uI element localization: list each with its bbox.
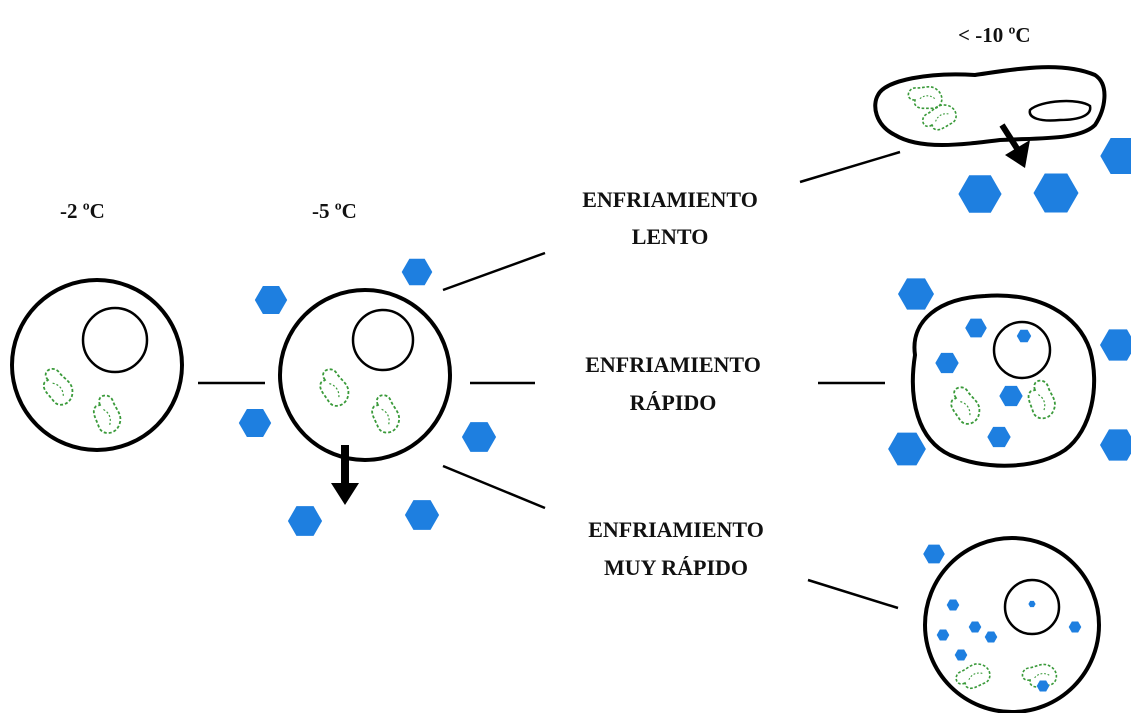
cell-slow-cooling (873, 65, 1107, 168)
ice-crystal-icon (401, 258, 433, 286)
ice-crystal-icon (461, 422, 497, 452)
path-label-fast-line1: ENFRIAMIENTO (585, 352, 761, 377)
path-label-slow-line2: LENTO (632, 224, 709, 249)
nucleus-icon (1028, 99, 1092, 122)
water-outflow-arrow-icon (999, 123, 1030, 168)
temp-label-minus-2: -2 ºC (60, 199, 105, 223)
path-label-slow-line1: ENFRIAMIENTO (582, 187, 758, 212)
temp-label-minus-5: -5 ºC (312, 199, 357, 223)
nucleus-icon (351, 308, 415, 372)
path-label-very-fast-line1: ENFRIAMIENTO (588, 517, 764, 542)
path-label-very-fast-line2: MUY RÁPIDO (604, 555, 748, 580)
cell-fast-cooling (910, 293, 1097, 468)
path-label-slow: ENFRIAMIENTO LENTO (582, 187, 758, 249)
cell-intermediate (278, 288, 452, 505)
cell-very-fast-cooling (923, 536, 1101, 713)
path-label-fast-line2: RÁPIDO (630, 390, 717, 415)
ice-crystal-icon (1100, 429, 1131, 461)
ice-crystals-very-fast (923, 544, 945, 564)
temp-label-below-minus-10: < -10 ºC (958, 23, 1031, 47)
water-outflow-arrow-icon (331, 445, 359, 505)
nucleus-icon (81, 306, 149, 374)
ice-crystal-icon (898, 278, 934, 310)
path-label-fast: ENFRIAMIENTO RÁPIDO (585, 352, 761, 415)
nucleus-icon (992, 320, 1052, 380)
ice-crystals-slow (958, 138, 1131, 213)
ice-crystal-icon (404, 500, 440, 530)
connector-lines (442, 150, 901, 610)
ice-crystal-icon (1100, 329, 1131, 361)
cell-initial (10, 278, 184, 452)
path-label-very-fast: ENFRIAMIENTO MUY RÁPIDO (588, 517, 764, 580)
ice-crystal-icon (958, 175, 1002, 213)
ice-crystal-icon (1033, 173, 1079, 213)
ice-crystal-icon (287, 506, 323, 536)
ice-crystal-icon (923, 544, 945, 564)
ice-crystal-icon (1100, 138, 1131, 174)
ice-crystal-icon (888, 432, 926, 466)
ice-crystal-icon (238, 408, 272, 438)
ice-crystal-icon (254, 285, 288, 315)
